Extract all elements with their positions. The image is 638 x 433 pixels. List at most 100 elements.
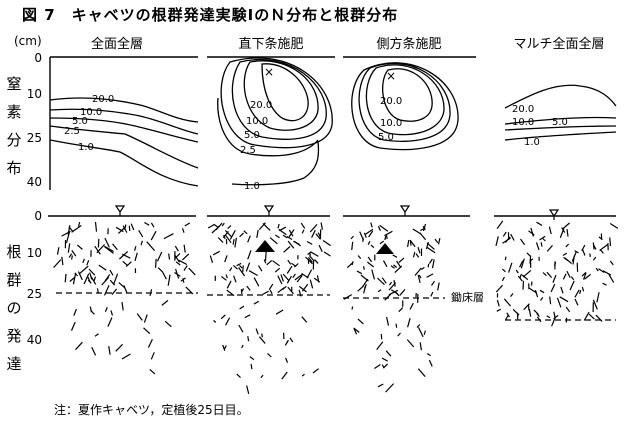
root-segment xyxy=(275,234,280,239)
root-segment xyxy=(409,239,416,248)
root-segment xyxy=(236,262,242,267)
root-segment xyxy=(188,267,196,276)
root-segment xyxy=(241,344,244,349)
contour-col4-10 xyxy=(504,116,617,125)
root-segment xyxy=(149,368,156,375)
root-segment xyxy=(108,346,111,355)
root-segment xyxy=(300,222,306,229)
root-segment xyxy=(211,225,221,234)
root-segment xyxy=(529,255,532,264)
root-segment xyxy=(560,286,564,294)
root-segment xyxy=(82,258,85,264)
root-segment xyxy=(111,288,118,295)
root-segment xyxy=(311,229,316,238)
root-segment xyxy=(357,255,362,259)
root-segment xyxy=(397,332,401,337)
contours-col3 xyxy=(351,62,459,151)
root-segment xyxy=(417,247,421,254)
root-segment xyxy=(167,274,171,286)
root-segment xyxy=(508,262,513,273)
root-segment xyxy=(530,227,534,237)
root-segment xyxy=(103,285,110,296)
root-segment xyxy=(286,339,289,344)
column-header-mulch-full-layer: マルチ全面全層 xyxy=(513,37,605,52)
root-segment xyxy=(256,229,259,239)
contour-label-col2-2_5: 2.5 xyxy=(240,145,256,156)
root-segment xyxy=(314,259,319,264)
root-segment xyxy=(510,293,514,297)
root-segment xyxy=(122,253,131,259)
root-segment xyxy=(353,327,360,333)
nitrogen-tick-25: 25 xyxy=(26,131,42,145)
root-segment xyxy=(363,283,367,289)
root-segment xyxy=(602,282,607,286)
root-segment xyxy=(233,275,237,283)
root-segment xyxy=(392,254,398,258)
column-header-full-layer: 全面全層 xyxy=(90,37,143,52)
root-segment xyxy=(301,373,305,377)
root-segment xyxy=(434,238,439,244)
root-tick-0: 0 xyxy=(34,209,42,223)
root-segment xyxy=(549,296,552,305)
root-segment xyxy=(533,309,540,315)
root-segment xyxy=(146,241,156,251)
root-segment xyxy=(285,357,289,363)
root-segment xyxy=(77,244,83,250)
root-segment xyxy=(207,223,215,229)
root-segment xyxy=(217,237,224,244)
root-segment xyxy=(183,265,188,271)
root-segment xyxy=(224,229,233,238)
contour-label-col1-10: 10.0 xyxy=(80,107,102,118)
root-segment xyxy=(423,330,426,336)
root-segment xyxy=(390,265,395,269)
root-segment xyxy=(417,327,424,338)
root-segment xyxy=(175,268,180,279)
root-segment xyxy=(365,228,374,235)
root-segment xyxy=(301,229,305,234)
root-segment xyxy=(175,261,181,266)
root-segment xyxy=(83,273,90,285)
frame-col1 xyxy=(49,56,198,190)
root-segment xyxy=(143,327,151,335)
root-segment xyxy=(308,252,311,256)
root-segment xyxy=(419,342,422,351)
root-segment xyxy=(107,317,113,327)
root-segment xyxy=(77,221,81,227)
root-segment xyxy=(68,226,74,233)
contour-label-col1-5: 5.0 xyxy=(72,116,88,127)
root-segment xyxy=(253,277,260,287)
root-segment xyxy=(386,316,390,326)
root-segment xyxy=(124,224,127,230)
root-segment xyxy=(361,278,369,288)
contour-label-col3-20: 20.0 xyxy=(380,96,402,107)
contour-col2-2_5 xyxy=(217,97,319,157)
plow-pan-lines xyxy=(56,292,616,321)
root-segment xyxy=(407,239,410,248)
root-segment xyxy=(395,323,398,328)
root-segment xyxy=(96,288,100,294)
root-segment xyxy=(583,311,590,321)
root-segment xyxy=(282,273,290,281)
plant-marker-col4 xyxy=(548,209,560,220)
column-header-direct-band: 直下条施肥 xyxy=(238,37,304,52)
contour-col4-1 xyxy=(504,131,617,141)
root-segment xyxy=(286,275,293,284)
root-segment xyxy=(209,255,214,263)
root-segment xyxy=(510,233,515,241)
figure-title: 図 7 キャベツの根群発達実験ⅠのＮ分布と根群分布 xyxy=(22,6,399,24)
root-segment xyxy=(502,231,507,237)
root-segment xyxy=(109,279,116,286)
root-segment xyxy=(539,235,546,241)
root-segment xyxy=(238,267,246,277)
contour-col1-5 xyxy=(49,117,199,143)
root-segment xyxy=(377,225,381,231)
root-segment xyxy=(89,272,93,280)
root-segment xyxy=(398,307,404,313)
root-segment xyxy=(238,324,244,333)
nitrogen-tick-40: 40 xyxy=(26,175,42,189)
root-segment xyxy=(258,222,266,231)
contour-col3-20 xyxy=(382,68,433,122)
root-segment xyxy=(140,240,143,246)
root-segment xyxy=(94,333,99,337)
